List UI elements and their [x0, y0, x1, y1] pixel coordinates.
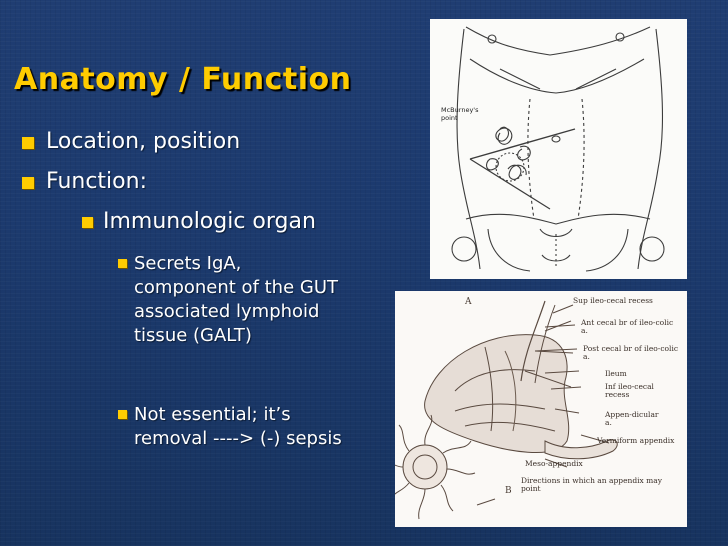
- bullet-immunologic: Immunologic organ: [103, 209, 316, 234]
- panel-a-label: A: [465, 297, 472, 307]
- slide-title: Anatomy / Function: [14, 62, 352, 97]
- label-meso-appendix: Meso-appendix: [525, 459, 583, 468]
- panel-b-label: B: [505, 486, 512, 496]
- abdomen-illustration: McBurney's point: [430, 19, 687, 279]
- label-ileum: Ileum: [605, 369, 627, 378]
- label-directions: Directions in which an appendix may poin…: [521, 476, 662, 493]
- appendix-illustration: A B Sup ileo-cecal recess Ant cecal br o…: [395, 291, 687, 527]
- bullet-list: Location, position Function: Immunologic…: [22, 129, 342, 449]
- bullet-marker: [118, 259, 127, 268]
- label-sup-ileocecal: Sup ileo-cecal recess: [573, 296, 653, 305]
- bullet-location: Location, position: [46, 129, 241, 154]
- bullet-function: Function:: [46, 169, 147, 194]
- label-post-cecal: Post cecal br of ileo-colic a.: [583, 344, 679, 361]
- bullet-marker: [22, 137, 34, 149]
- bullet-marker: [118, 410, 127, 419]
- bullet-marker: [82, 217, 93, 228]
- label-vermiform: Vermiform appendix: [597, 436, 675, 445]
- bullet-secrets: Secrets IgA, component of the GUT associ…: [134, 253, 339, 346]
- label-inf-ileocecal: Inf ileo-cecal recess: [605, 382, 654, 399]
- mcburney-label: McBurney's point: [441, 106, 479, 122]
- bullet-not-essential: Not essential; it’s removal ----> (-) se…: [134, 404, 342, 449]
- label-appendicular: Appen-dicular a.: [605, 410, 659, 427]
- bullet-marker: [22, 177, 34, 189]
- label-ant-cecal: Ant cecal br of ileo-colic a.: [581, 318, 674, 335]
